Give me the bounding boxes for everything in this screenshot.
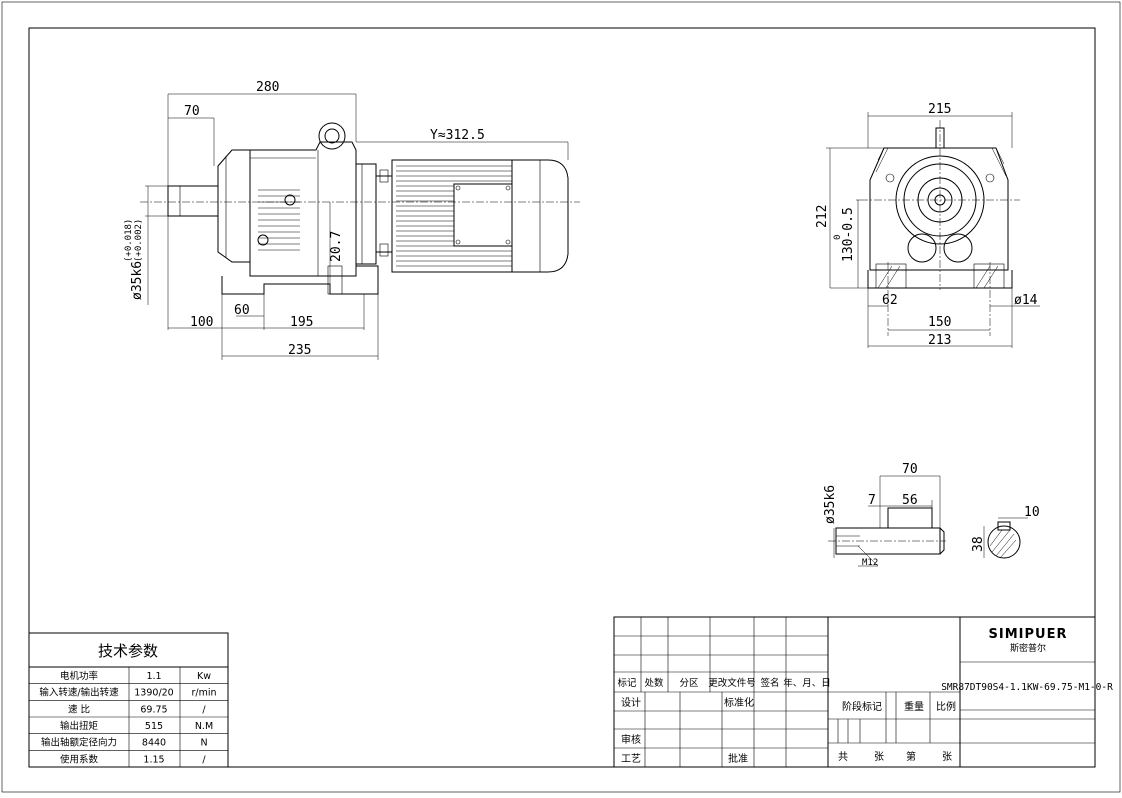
dim-key-width: 10	[1024, 505, 1040, 520]
flange-outer	[895, 155, 985, 245]
dim-key-height: 38	[971, 536, 986, 552]
dim-overall-width: 215	[928, 102, 951, 117]
dim-key-offset: 7	[868, 493, 876, 508]
tech-param-value: 515	[145, 721, 163, 732]
dim-key-length: 56	[902, 493, 918, 508]
label-standardization: 标准化	[724, 696, 754, 709]
revision-header: 标记	[617, 677, 637, 689]
revision-header: 年、月、日	[783, 677, 831, 689]
side-view: 280 70 Y≈312.5 ø35k6 (+0.018) (+0.002) 2…	[124, 80, 580, 360]
tech-param-value: 8440	[142, 738, 166, 749]
label-total: 共	[838, 751, 848, 763]
dim-hole-span: 150	[928, 315, 951, 330]
detail-key	[887, 507, 933, 529]
dim-shaft-tolerance-high: (+0.018)	[124, 219, 134, 262]
revision-header: 处数	[644, 677, 664, 689]
dim-foot-hole-span: 195	[290, 315, 313, 330]
revision-header: 签名	[760, 677, 779, 689]
inner-border	[28, 27, 1096, 768]
terminal-box	[453, 183, 513, 247]
dim-shaft-to-foot: 100	[190, 315, 213, 330]
label-page-unit: 张	[942, 751, 952, 763]
brand-logo: SIMIPUER	[989, 627, 1068, 642]
fan-cover	[511, 159, 569, 273]
breather-icon	[935, 127, 945, 149]
label-weight: 重量	[904, 700, 924, 713]
dim-height: 212	[815, 205, 830, 228]
label-review: 审核	[621, 733, 641, 746]
revision-header: 更改文件号	[708, 677, 756, 689]
brand-name-cn: 斯密普尔	[1010, 642, 1046, 654]
drain-plug-icon	[284, 194, 296, 206]
dim-flange-offset: 70	[184, 104, 200, 119]
tech-param-unit: /	[202, 704, 206, 715]
front-foot	[867, 270, 1013, 289]
shaft-detail: 70 7 56 ø35k6 M12 10 38	[823, 462, 1040, 568]
gear-cover	[217, 149, 251, 263]
dim-foot-length: 235	[288, 343, 311, 358]
dim-shaft-diameter: ø35k6	[130, 261, 145, 300]
dim-foot-width: 213	[928, 333, 951, 348]
dim-detail-length: 70	[902, 462, 918, 477]
label-sheets: 张	[874, 751, 884, 763]
lifting-eye-icon	[318, 122, 346, 150]
shaft-section	[987, 525, 1021, 559]
label-scale: 比例	[936, 700, 956, 713]
dim-foot-offset: 60	[234, 303, 250, 318]
tech-param-value: 1390/20	[134, 688, 173, 699]
tech-param-name: 输出轴额定径向力	[41, 737, 117, 749]
tech-param-unit: N.M	[195, 721, 213, 732]
tech-param-name: 输入转速/输出转速	[39, 687, 119, 699]
tech-param-value: 1.15	[143, 754, 164, 765]
oil-plug-icon	[257, 234, 269, 246]
output-shaft	[167, 185, 219, 217]
label-process: 工艺	[621, 753, 641, 765]
dim-axis-height: 130-0.5	[841, 207, 856, 262]
shaft-end-icon	[934, 194, 946, 206]
dim-thread: M12	[862, 558, 878, 568]
dim-detail-diameter: ø35k6	[823, 485, 838, 524]
label-design: 设计	[621, 696, 641, 709]
tech-param-unit: Kw	[197, 671, 211, 682]
model-number: SMR87DT90S4-1.1KW-69.75-M1-0-R	[941, 682, 1113, 693]
tech-param-unit: N	[200, 738, 207, 749]
label-page: 第	[906, 750, 916, 763]
tech-param-unit: r/min	[191, 688, 216, 699]
tech-param-name: 电机功率	[60, 670, 99, 682]
housing-outline	[869, 147, 1009, 271]
mounting-foot	[221, 265, 379, 295]
tech-param-unit: /	[202, 754, 206, 765]
tech-param-name: 输出扭矩	[60, 720, 99, 732]
title-block: 标记处数分区更改文件号签名年、月、日 设计 标准化 审核 工艺 批准 阶段标记 …	[613, 616, 1113, 768]
label-approve: 批准	[728, 752, 748, 765]
tech-param-value: 1.1	[146, 671, 161, 682]
dim-axis-height-zero: 0	[833, 235, 843, 240]
dim-overall-length: 280	[256, 80, 279, 95]
tech-param-value: 69.75	[140, 704, 167, 715]
tech-param-name: 速 比	[68, 703, 90, 715]
dim-motor-length: Y≈312.5	[430, 128, 485, 143]
motor-adapter	[355, 163, 377, 265]
tech-params-title: 技术参数	[98, 642, 158, 660]
tech-params-table: 技术参数 电机功率 1.1 Kw 输入转速/输出转速 1390/20 r/min 速 比 69…	[28, 632, 229, 768]
tech-param-name: 使用系数	[60, 753, 99, 765]
dim-hole-diameter: ø14	[1014, 293, 1038, 308]
label-stage-mark: 阶段标记	[842, 700, 882, 713]
dim-center-height: 20.7	[329, 231, 344, 262]
revision-header: 分区	[679, 678, 699, 689]
dim-shaft-tolerance-low: (+0.002)	[134, 219, 144, 262]
dim-foot-edge: 62	[882, 293, 898, 308]
front-view: 215 212 0 130-0.5 62 ø14 150 213	[815, 102, 1040, 348]
gear-housing	[249, 141, 357, 277]
